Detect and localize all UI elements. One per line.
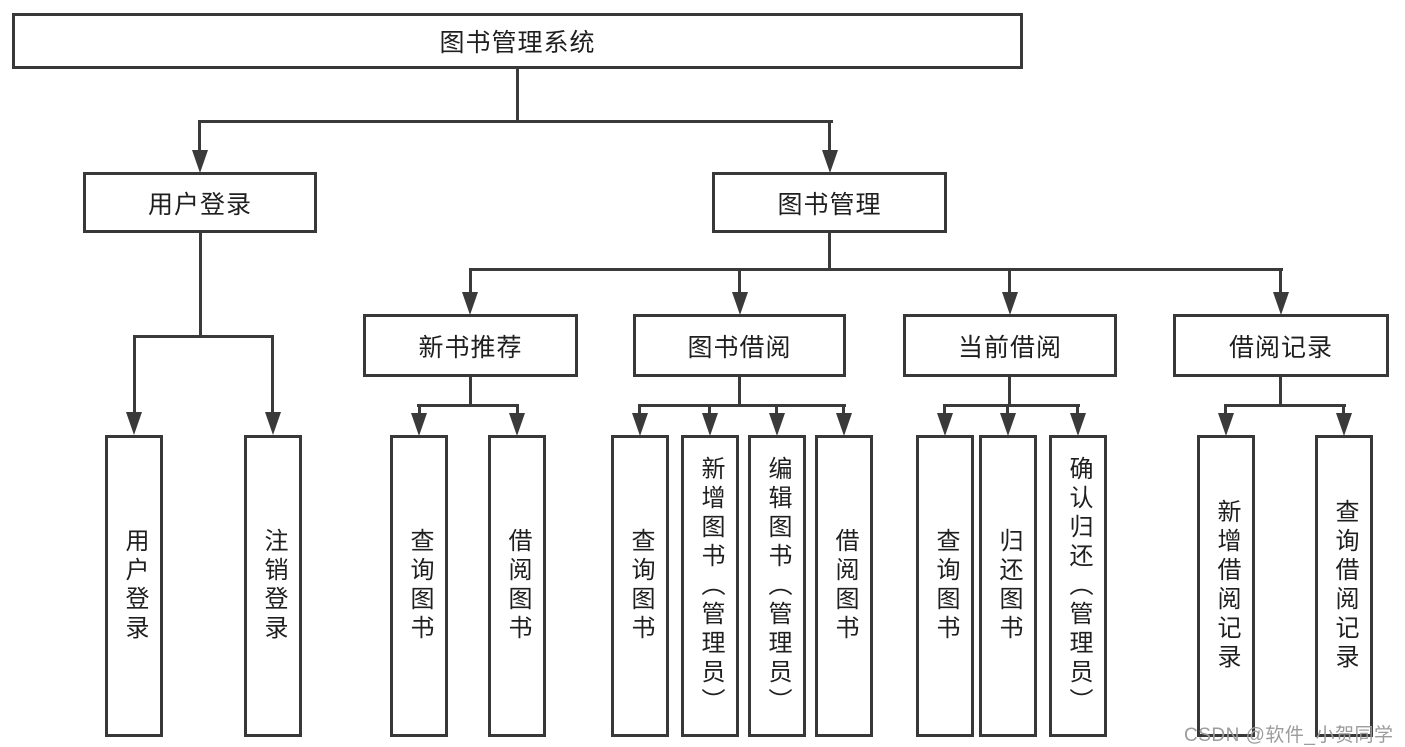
connector-root-stem (516, 68, 519, 123)
connector-drop-book-management (828, 120, 831, 152)
connector-drop (1224, 404, 1227, 414)
leaf-add-borrow-record: 新增借阅记录 (1197, 435, 1255, 737)
connector-user-login-bar (133, 335, 274, 338)
arrowhead-down-icon (1218, 413, 1234, 436)
connector-drop (842, 404, 845, 414)
leaf-add-book-admin: 新增图书（管理员） (681, 435, 739, 737)
arrowhead-down-icon (769, 413, 785, 436)
connector-current-borrow-bar (943, 404, 1080, 407)
watermark: CSDN @软件_小贺同学 (1184, 725, 1394, 746)
connector-drop (1076, 404, 1079, 414)
node-user-login: 用户登录 (83, 172, 317, 233)
leaf-return-books: 归还图书 (979, 435, 1037, 737)
connector-book-management-stem (828, 233, 831, 271)
connector-borrow-records-bar (1224, 404, 1346, 407)
arrowhead-down-icon (411, 413, 427, 436)
arrowhead-down-icon (822, 150, 838, 173)
connector-drop (638, 404, 641, 414)
arrowhead-down-icon (702, 413, 718, 436)
node-new-book-recommend: 新书推荐 (363, 314, 578, 377)
connector-drop-user-login (198, 120, 201, 152)
connector-drop (418, 404, 421, 414)
arrowhead-down-icon (265, 412, 281, 435)
leaf-query-books-borrowing: 查询图书 (611, 435, 669, 737)
node-book-borrowing: 图书借阅 (633, 314, 846, 377)
connector-current-borrow-stem (1008, 377, 1011, 407)
arrowhead-down-icon (126, 412, 142, 435)
leaf-logout: 注销登录 (244, 435, 302, 737)
arrowhead-down-icon (732, 292, 748, 315)
connector-book-borrow-stem (738, 377, 741, 407)
connector-new-book-stem (469, 377, 472, 407)
connector-book-borrow-bar (638, 404, 846, 407)
connector-drop (943, 404, 946, 414)
connector-drop-current-borrow (1008, 268, 1011, 294)
leaf-user-login: 用户登录 (105, 435, 163, 737)
arrowhead-down-icon (937, 413, 953, 436)
connector-drop (516, 404, 519, 414)
leaf-query-books-current: 查询图书 (916, 435, 974, 737)
arrowhead-down-icon (836, 413, 852, 436)
arrowhead-down-icon (192, 150, 208, 173)
node-borrowing-records: 借阅记录 (1173, 314, 1389, 377)
arrowhead-down-icon (509, 413, 525, 436)
arrowhead-down-icon (1070, 413, 1086, 436)
connector-new-book-bar (417, 404, 519, 407)
arrowhead-down-icon (632, 413, 648, 436)
node-library-management-system: 图书管理系统 (12, 13, 1023, 69)
connector-drop-new-book (469, 268, 472, 294)
connector-drop (1342, 404, 1345, 414)
arrowhead-down-icon (1336, 413, 1352, 436)
connector-book-management-bar (469, 268, 1283, 271)
leaf-borrow-books-borrowing: 借阅图书 (815, 435, 873, 737)
connector-drop-leaf-logout (271, 335, 274, 413)
arrowhead-down-icon (1002, 292, 1018, 315)
connector-drop-leaf-user-login (133, 335, 136, 413)
leaf-query-borrow-record: 查询借阅记录 (1315, 435, 1373, 737)
connector-drop (708, 404, 711, 414)
node-book-management: 图书管理 (712, 172, 947, 233)
connector-root-bar (198, 120, 833, 123)
arrowhead-down-icon (462, 292, 478, 315)
leaf-edit-book-admin: 编辑图书（管理员） (748, 435, 806, 737)
leaf-borrow-books-recommend: 借阅图书 (488, 435, 546, 737)
leaf-confirm-return-admin: 确认归还（管理员） (1049, 435, 1107, 737)
arrowhead-down-icon (1000, 413, 1016, 436)
connector-drop (1006, 404, 1009, 414)
arrowhead-down-icon (1273, 292, 1289, 315)
connector-borrow-records-stem (1279, 377, 1282, 407)
connector-user-login-stem (199, 233, 202, 338)
connector-drop-borrow-records (1279, 268, 1282, 294)
leaf-query-books-recommend: 查询图书 (390, 435, 448, 737)
connector-drop (775, 404, 778, 414)
connector-drop-book-borrow (738, 268, 741, 294)
node-current-borrowing: 当前借阅 (903, 314, 1117, 377)
